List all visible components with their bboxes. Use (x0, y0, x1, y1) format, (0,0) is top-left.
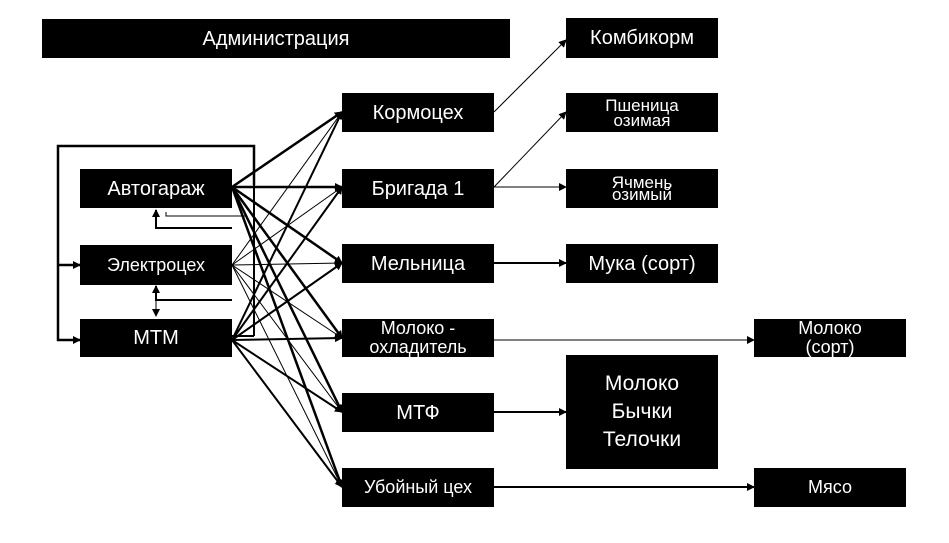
connectors-mtm (231, 111, 343, 488)
kombikorm-box: Комбикорм (566, 18, 718, 58)
connector-bracket-top (56, 144, 256, 344)
moloko-sort-box: Молоко (сорт) (754, 319, 906, 357)
muka-box: Мука (сорт) (566, 244, 718, 283)
connector-mtm-to-electro (152, 285, 232, 301)
yachmen-box: Ячмень озимый (566, 169, 718, 208)
pshenica-box: Пшеница озимая (566, 93, 718, 132)
mtm-box: МТМ (80, 319, 232, 357)
melnica-box: Мельница (342, 244, 494, 283)
mtf-box: МТФ (342, 393, 494, 432)
connectors-outputs (493, 39, 755, 491)
elektrotseh-box: Электроцех (80, 245, 232, 285)
mtf-products-box: Молоко Бычки Телочки (566, 355, 718, 469)
administration-box: Администрация (42, 19, 510, 58)
connectors-autogarage (230, 110, 344, 488)
connector-electro-to-autogarage (152, 209, 232, 229)
uboiny-box: Убойный цех (342, 468, 494, 507)
connector-electro-autogarage-2 (165, 212, 246, 217)
avtogarazh-box: Автогараж (80, 169, 232, 208)
myaso-box: Мясо (754, 468, 906, 507)
moloko-ohladitel-box: Молоко - охладитель (342, 319, 494, 357)
kormotseh-box: Кормоцех (342, 93, 494, 132)
brigada-box: Бригада 1 (342, 169, 494, 208)
